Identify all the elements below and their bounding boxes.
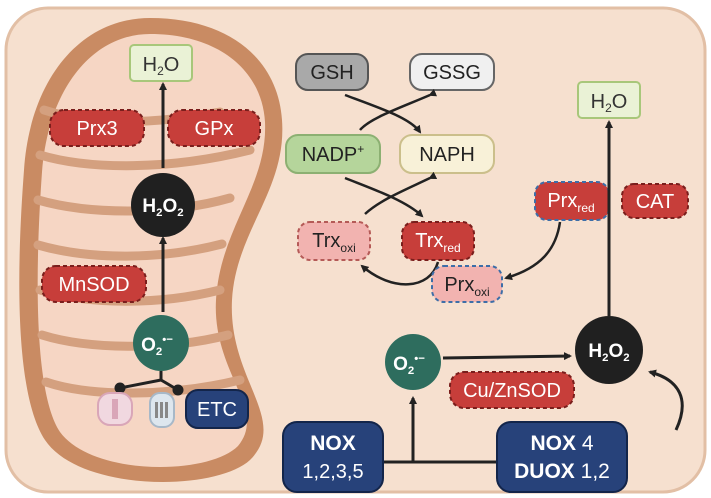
h2o-right-box xyxy=(577,81,641,119)
gpx-box xyxy=(167,109,261,147)
gssg-box xyxy=(409,53,495,91)
gsh-label: GSH xyxy=(310,62,353,84)
arc-naph-trx xyxy=(364,171,438,215)
naph-label: NAPH xyxy=(419,144,475,166)
trx-red-box xyxy=(401,221,475,261)
nox-duox-box xyxy=(496,421,628,493)
h2o-mito-label: H2O xyxy=(143,54,180,78)
o2-right-node xyxy=(385,334,441,390)
trx-oxi-box xyxy=(297,221,371,261)
prx-red-box xyxy=(534,181,610,221)
nox-left-box xyxy=(282,421,384,493)
arc-trx-cycle xyxy=(360,261,440,286)
nadp-label: NADP+ xyxy=(302,142,365,166)
gpx-label: GPx xyxy=(195,118,234,140)
etc-box xyxy=(185,389,249,429)
cat-box xyxy=(621,183,689,219)
gsh-box xyxy=(295,53,369,91)
prx3-box xyxy=(49,109,145,147)
mnsod-label: MnSOD xyxy=(58,274,129,296)
naph-box xyxy=(399,134,495,174)
arc-prx-red-to-oxi xyxy=(504,221,562,281)
h2o2-right-node xyxy=(575,316,643,384)
etc-label: ETC xyxy=(197,399,237,421)
h2o2-mito-node xyxy=(131,173,195,237)
o2-mito-node xyxy=(133,315,189,371)
trx-red-label: Trxred xyxy=(415,230,460,255)
cuznsod-box xyxy=(449,371,575,409)
nadp-box xyxy=(285,134,381,174)
o2-mito-label: O2•− xyxy=(141,334,173,358)
h2o2-mito-label: H2O2 xyxy=(142,196,183,219)
prx3-label: Prx3 xyxy=(76,118,117,140)
arrow-o2-to-h2o2-right xyxy=(442,352,572,361)
cuznsod-label: Cu/ZnSOD xyxy=(463,380,561,402)
etc-complexes xyxy=(97,392,175,428)
cristae xyxy=(33,105,255,398)
gssg-label: GSSG xyxy=(423,62,481,84)
nox-left-name: NOX xyxy=(310,432,356,455)
arc-nadp-trx xyxy=(344,176,424,218)
arc-gsh-nadp xyxy=(344,93,422,134)
arc-gssg-naph xyxy=(359,88,438,131)
o2-right-label: O2•− xyxy=(393,353,425,377)
h2o2-right-label: H2O2 xyxy=(588,341,629,364)
h2o-mito-box xyxy=(129,44,193,82)
trx-oxi-label: Trxoxi xyxy=(312,230,355,255)
mnsod-box xyxy=(41,265,147,303)
nox-right-label: NOX 4 xyxy=(530,432,593,455)
arrow-duox-to-h2o2 xyxy=(648,369,684,431)
prx-red-label: Prxred xyxy=(547,190,594,215)
cat-label: CAT xyxy=(636,191,675,213)
h2o-right-label: H2O xyxy=(591,91,628,115)
prx-oxi-box xyxy=(431,265,503,303)
prx-oxi-label: Prxoxi xyxy=(444,274,489,299)
duox-label: DUOX 1,2 xyxy=(514,460,610,483)
nox-left-nums: 1,2,3,5 xyxy=(302,461,363,483)
